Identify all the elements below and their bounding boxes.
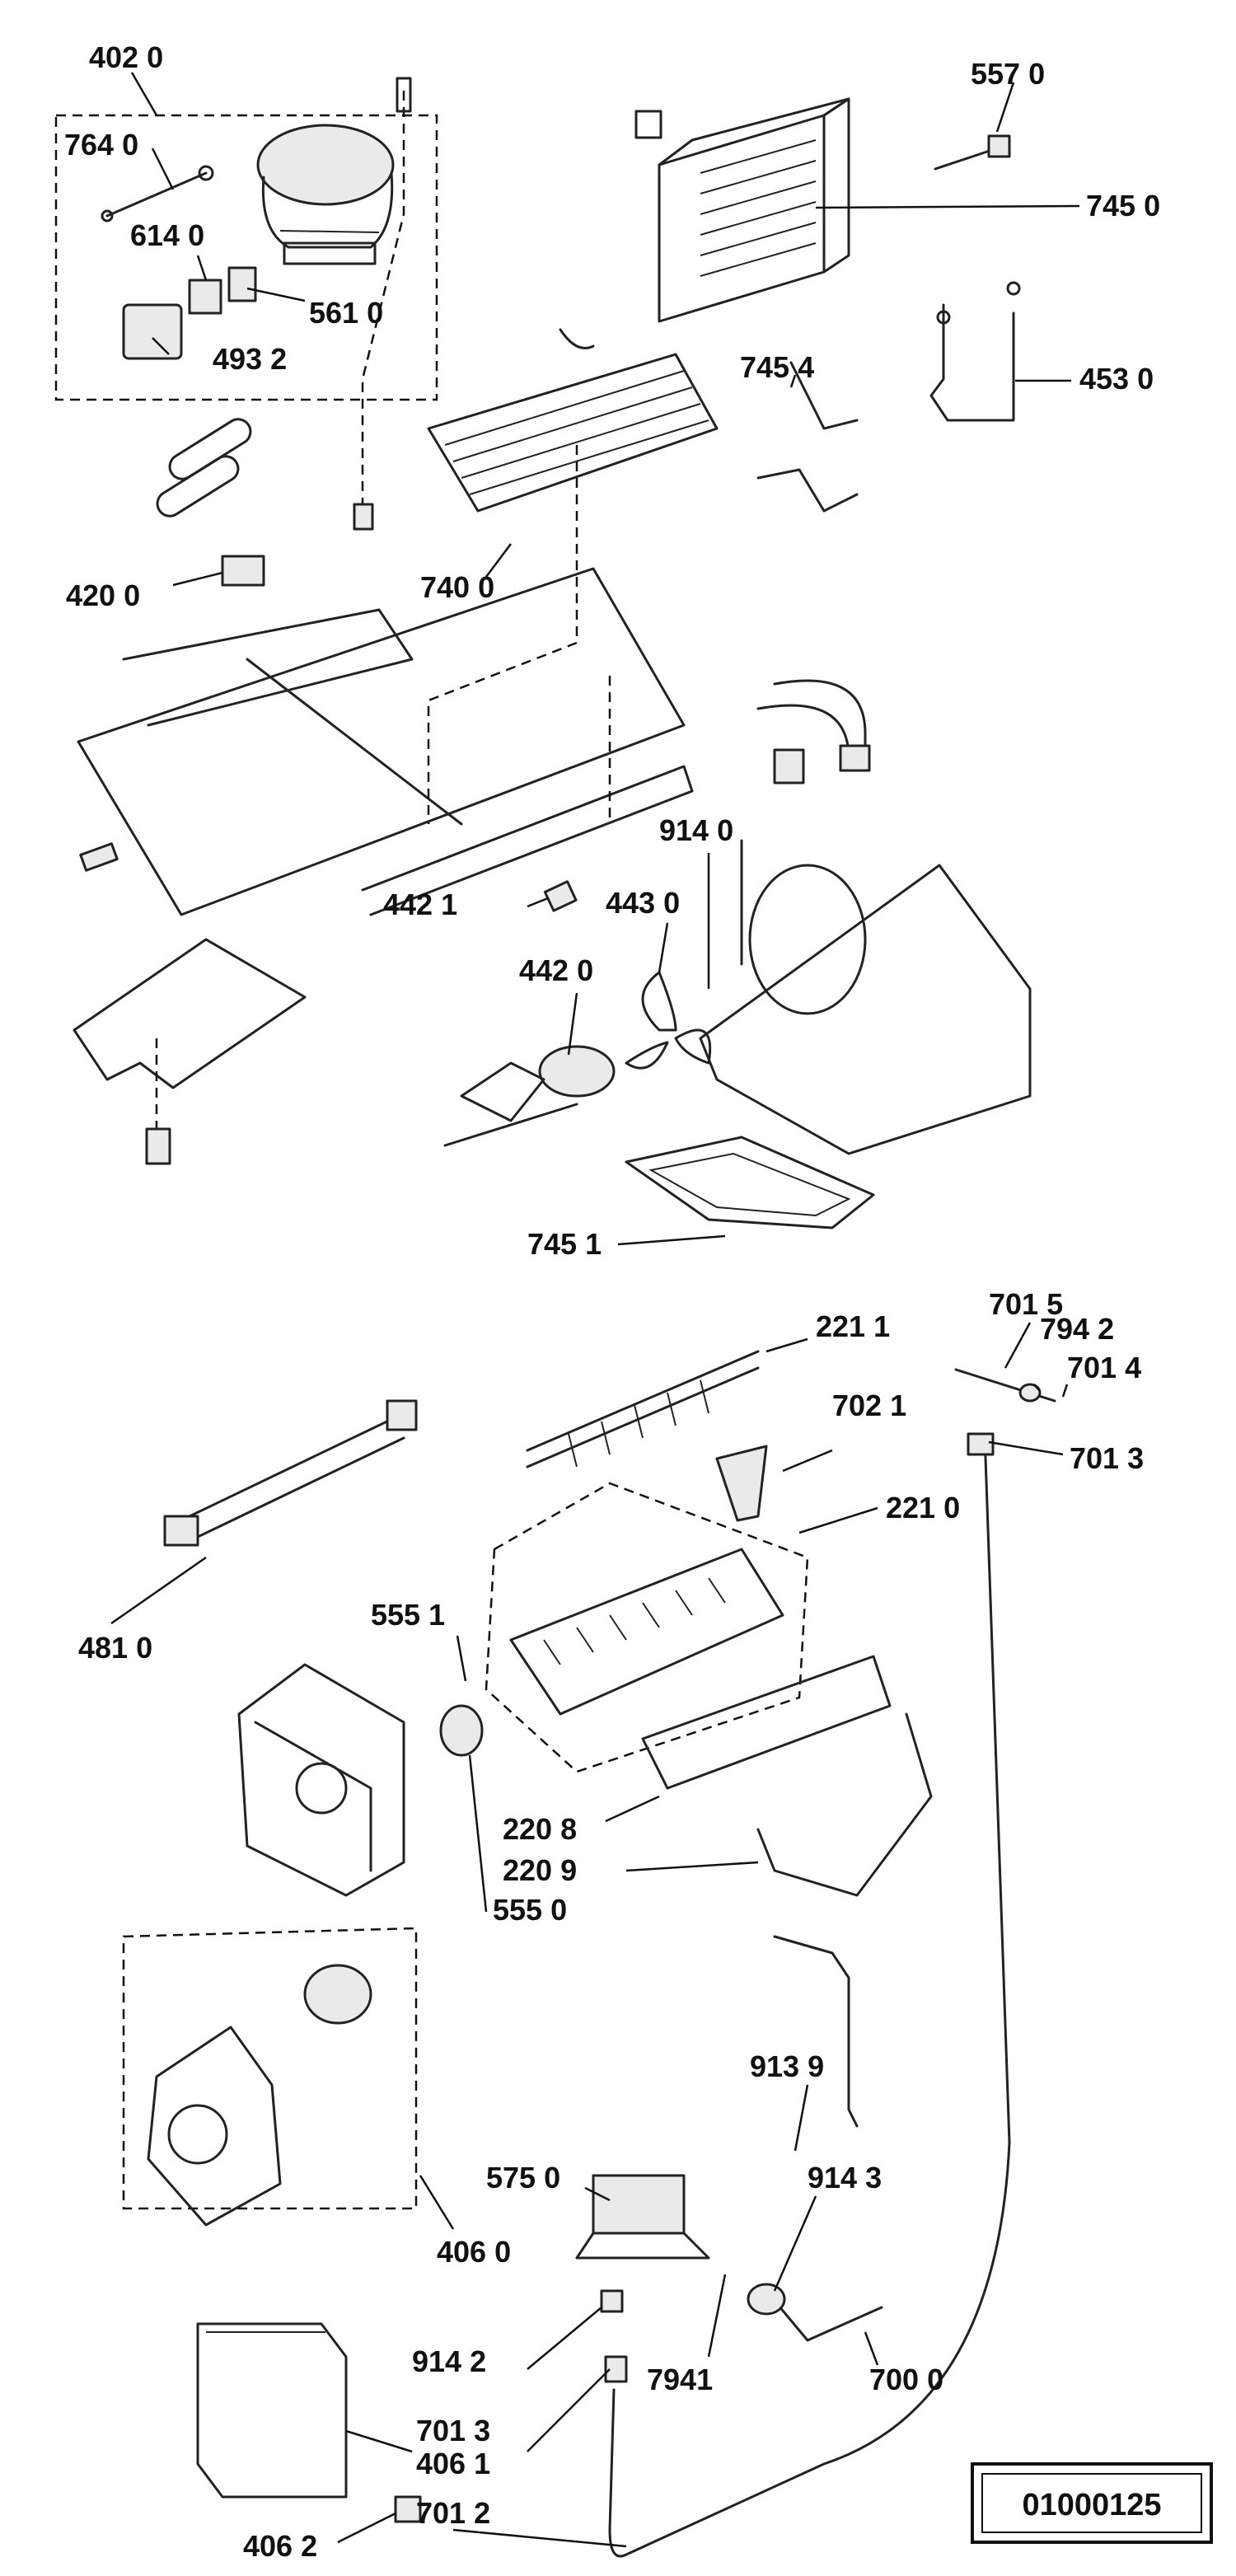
condenser-coil — [658, 97, 850, 323]
callout-220-9: 220 9 — [503, 1853, 577, 1887]
callout-420-0: 420 0 — [66, 578, 140, 612]
ice-mold — [509, 1548, 784, 1716]
callout-745-1: 745 1 — [527, 1227, 602, 1261]
clip-745 — [634, 110, 662, 139]
cover-screw — [145, 1127, 171, 1165]
document-number: 01000125 — [1022, 2488, 1161, 2522]
control-housing — [237, 1663, 405, 1897]
callout-453-0: 453 0 — [1079, 362, 1154, 396]
callout-labels: 402 0 764 0 614 0 561 0 493 2 557 0 745 … — [64, 40, 1160, 2563]
callout-406-2: 406 2 — [243, 2529, 317, 2563]
callout-701-3-top: 701 3 — [1070, 1441, 1144, 1475]
seal-794-2 — [1018, 1383, 1042, 1403]
callout-555-0: 555 0 — [493, 1893, 567, 1927]
callout-493-2: 493 2 — [213, 342, 287, 376]
motor-group-outline — [122, 1927, 418, 2210]
tube-453 — [929, 281, 1021, 422]
relay-493 — [122, 303, 183, 360]
callout-406-1: 406 1 — [416, 2447, 490, 2480]
callout-575-0: 575 0 — [486, 2161, 560, 2194]
callout-745-4: 745 4 — [740, 350, 814, 384]
compressor — [256, 124, 395, 265]
compressor-group-outline — [54, 114, 438, 401]
callout-913-9: 913 9 — [750, 2049, 824, 2083]
callout-7941: 7941 — [647, 2363, 713, 2396]
callout-740-0: 740 0 — [420, 570, 494, 604]
tube-left-2 — [156, 455, 240, 518]
fitting-914-3 — [747, 2283, 786, 2316]
ice-mold-outline — [485, 1482, 809, 1773]
callout-701-2: 701 2 — [416, 2496, 490, 2530]
tube-left-1 — [168, 418, 252, 480]
callout-555-1: 555 1 — [371, 1598, 445, 1632]
relay-614 — [188, 279, 222, 315]
callout-481-0: 481 0 — [78, 1631, 152, 1665]
bracket-small — [756, 468, 859, 513]
callout-221-1: 221 1 — [816, 1309, 890, 1343]
fan-blade — [625, 971, 712, 1070]
callout-701-4: 701 4 — [1067, 1351, 1141, 1384]
fitting-701-3-bottom — [604, 2355, 628, 2383]
ejector-shaft — [526, 1350, 760, 1468]
fitting-701-3-top — [967, 1432, 995, 1456]
part-420 — [221, 555, 265, 587]
callout-701-5: 701 5 — [989, 1287, 1063, 1321]
callout-794-2: 794 2 — [1040, 1312, 1114, 1346]
fitting-914-2 — [600, 2289, 624, 2313]
callout-220-8: 220 8 — [503, 1812, 577, 1846]
overload-561 — [227, 266, 257, 302]
leader-lines — [110, 72, 1080, 2548]
part-555-0 — [439, 1704, 484, 1757]
callout-406-0: 406 0 — [437, 2235, 511, 2269]
dash-740 — [427, 445, 578, 824]
part-442-1 — [543, 880, 578, 912]
base-frame — [77, 567, 694, 916]
wire-557 — [934, 134, 1011, 171]
screw-top — [396, 77, 412, 113]
harness-481 — [163, 1399, 418, 1547]
water-valve — [575, 2174, 710, 2260]
small-spring — [79, 842, 119, 872]
callout-221-0: 221 0 — [886, 1491, 960, 1525]
callout-700-0: 700 0 — [869, 2363, 943, 2396]
fan-motor — [443, 1045, 616, 1147]
callout-702-1: 702 1 — [832, 1389, 906, 1422]
grommet — [353, 503, 374, 531]
wire-harness — [756, 679, 871, 785]
fan-shroud-bracket — [699, 839, 1032, 1155]
inlet-hose — [773, 1935, 859, 2128]
callout-402-0: 402 0 — [89, 40, 163, 74]
callout-914-3: 914 3 — [808, 2161, 882, 2194]
cover-406-1 — [196, 2322, 348, 2499]
screw-406-2 — [394, 2495, 422, 2523]
document-number-box: 01000125 — [971, 2462, 1213, 2544]
callout-442-0: 442 0 — [519, 953, 593, 987]
tray-220-8 — [641, 1655, 892, 1790]
evaporator-coil — [427, 328, 719, 513]
callout-614-0: 614 0 — [130, 218, 204, 252]
part-702-1 — [715, 1445, 768, 1522]
water-line-701-2 — [608, 1432, 1011, 2558]
drain-tray — [625, 1136, 875, 1229]
callout-701-3-bottom: 701 3 — [416, 2414, 490, 2447]
callout-443-0: 443 0 — [606, 886, 680, 920]
callout-557-0: 557 0 — [971, 57, 1045, 91]
callout-914-2: 914 2 — [412, 2344, 486, 2378]
callout-764-0: 764 0 — [64, 128, 138, 162]
callout-561-0: 561 0 — [309, 296, 383, 330]
callout-442-1: 442 1 — [383, 888, 457, 921]
callout-914-0: 914 0 — [659, 813, 733, 847]
cover-plate — [73, 938, 307, 1089]
capillary-tube-part — [101, 165, 214, 222]
callout-745-0: 745 0 — [1086, 189, 1160, 222]
drive-motor-assembly — [147, 1964, 372, 2227]
wire-220-9 — [756, 1712, 933, 1897]
bracket-745-4 — [789, 361, 859, 430]
